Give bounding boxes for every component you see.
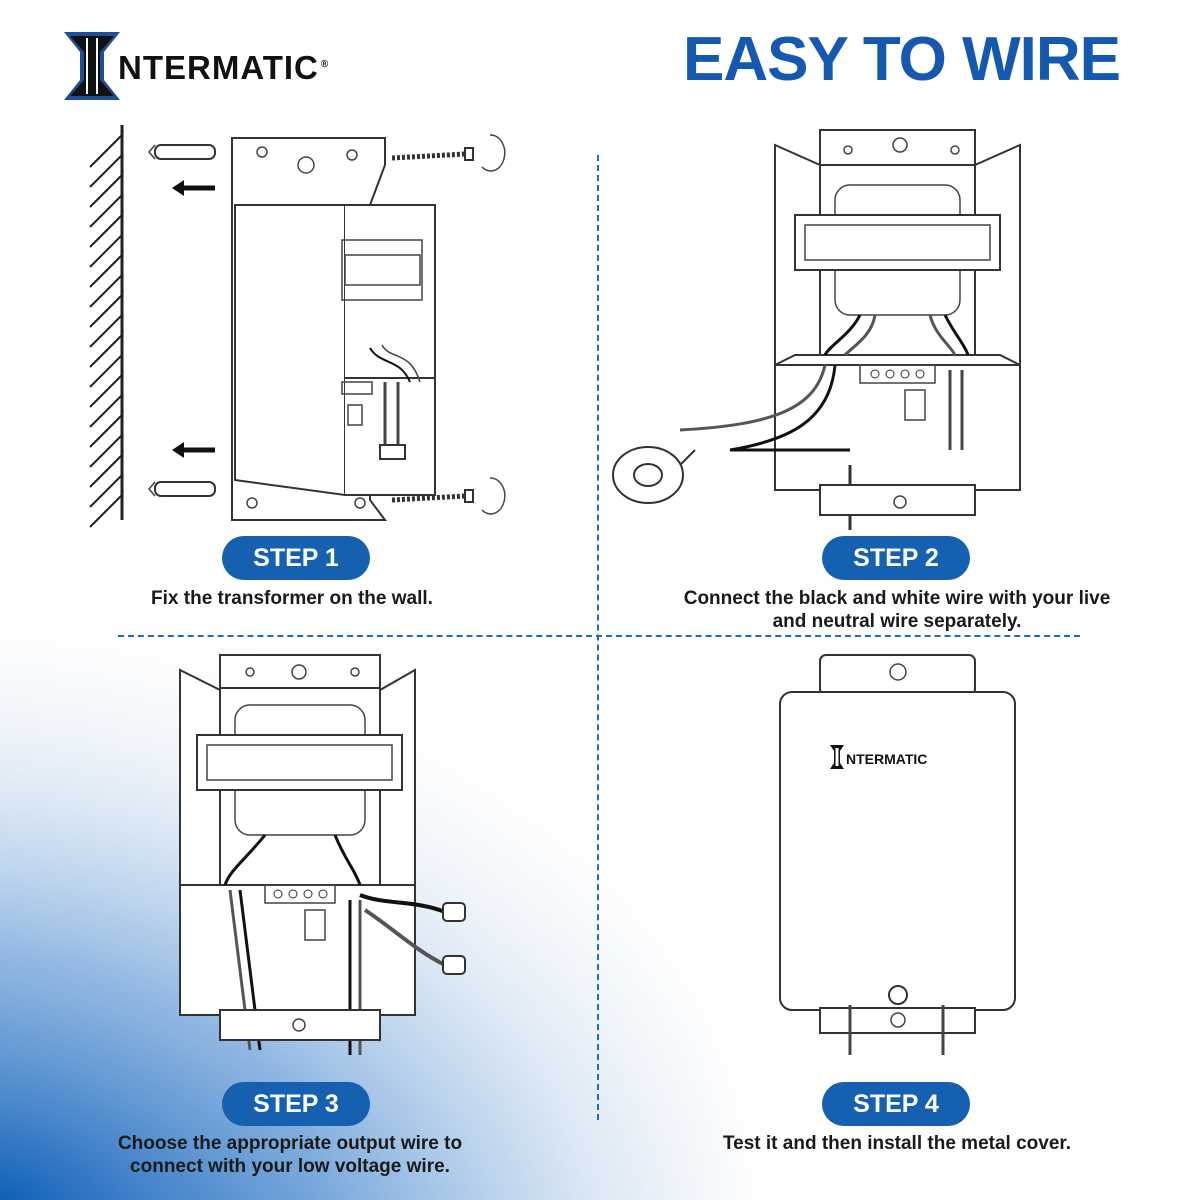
- step4-badge: STEP 4: [822, 1082, 970, 1126]
- vertical-divider: [597, 155, 599, 1120]
- step2-badge: STEP 2: [822, 536, 970, 580]
- step4-caption: Test it and then install the metal cover…: [722, 1133, 1072, 1154]
- electrical-tape-icon: [612, 446, 696, 504]
- step1-illustration: [89, 125, 506, 528]
- step3-badge: STEP 3: [222, 1082, 370, 1126]
- step1-badge: STEP 1: [222, 536, 370, 580]
- cover-logo: NTERMATIC: [830, 745, 927, 769]
- step2-caption: Connect the black and white wire with yo…: [683, 588, 1111, 632]
- screw-head-icon: [291, 664, 307, 680]
- intermatic-logo-icon: [64, 32, 120, 100]
- svg-text:NTERMATIC: NTERMATIC: [846, 751, 927, 767]
- wire-nut-icon: [442, 902, 466, 922]
- screw-icon: [391, 477, 506, 515]
- step3-illustration: [179, 654, 466, 1055]
- screw-icon: [391, 134, 506, 172]
- step3-caption: Choose the appropriate output wire to co…: [117, 1133, 463, 1177]
- step4-illustration: NTERMATIC: [779, 654, 1016, 1055]
- wall-anchor-icon: [148, 144, 216, 160]
- screw-head-icon: [889, 663, 907, 681]
- wire-nut-icon: [442, 955, 466, 975]
- wall-anchor-icon: [148, 481, 216, 497]
- page-title: EASY TO WIRE: [682, 25, 1121, 94]
- screw-head-icon: [892, 137, 908, 153]
- step2-illustration: [612, 129, 1021, 530]
- brand-wordmark: NTERMATIC®: [118, 49, 330, 86]
- step1-caption: Fix the transformer on the wall.: [151, 588, 433, 609]
- brand-logo: NTERMATIC®: [64, 32, 329, 100]
- horizontal-divider: [118, 635, 1080, 637]
